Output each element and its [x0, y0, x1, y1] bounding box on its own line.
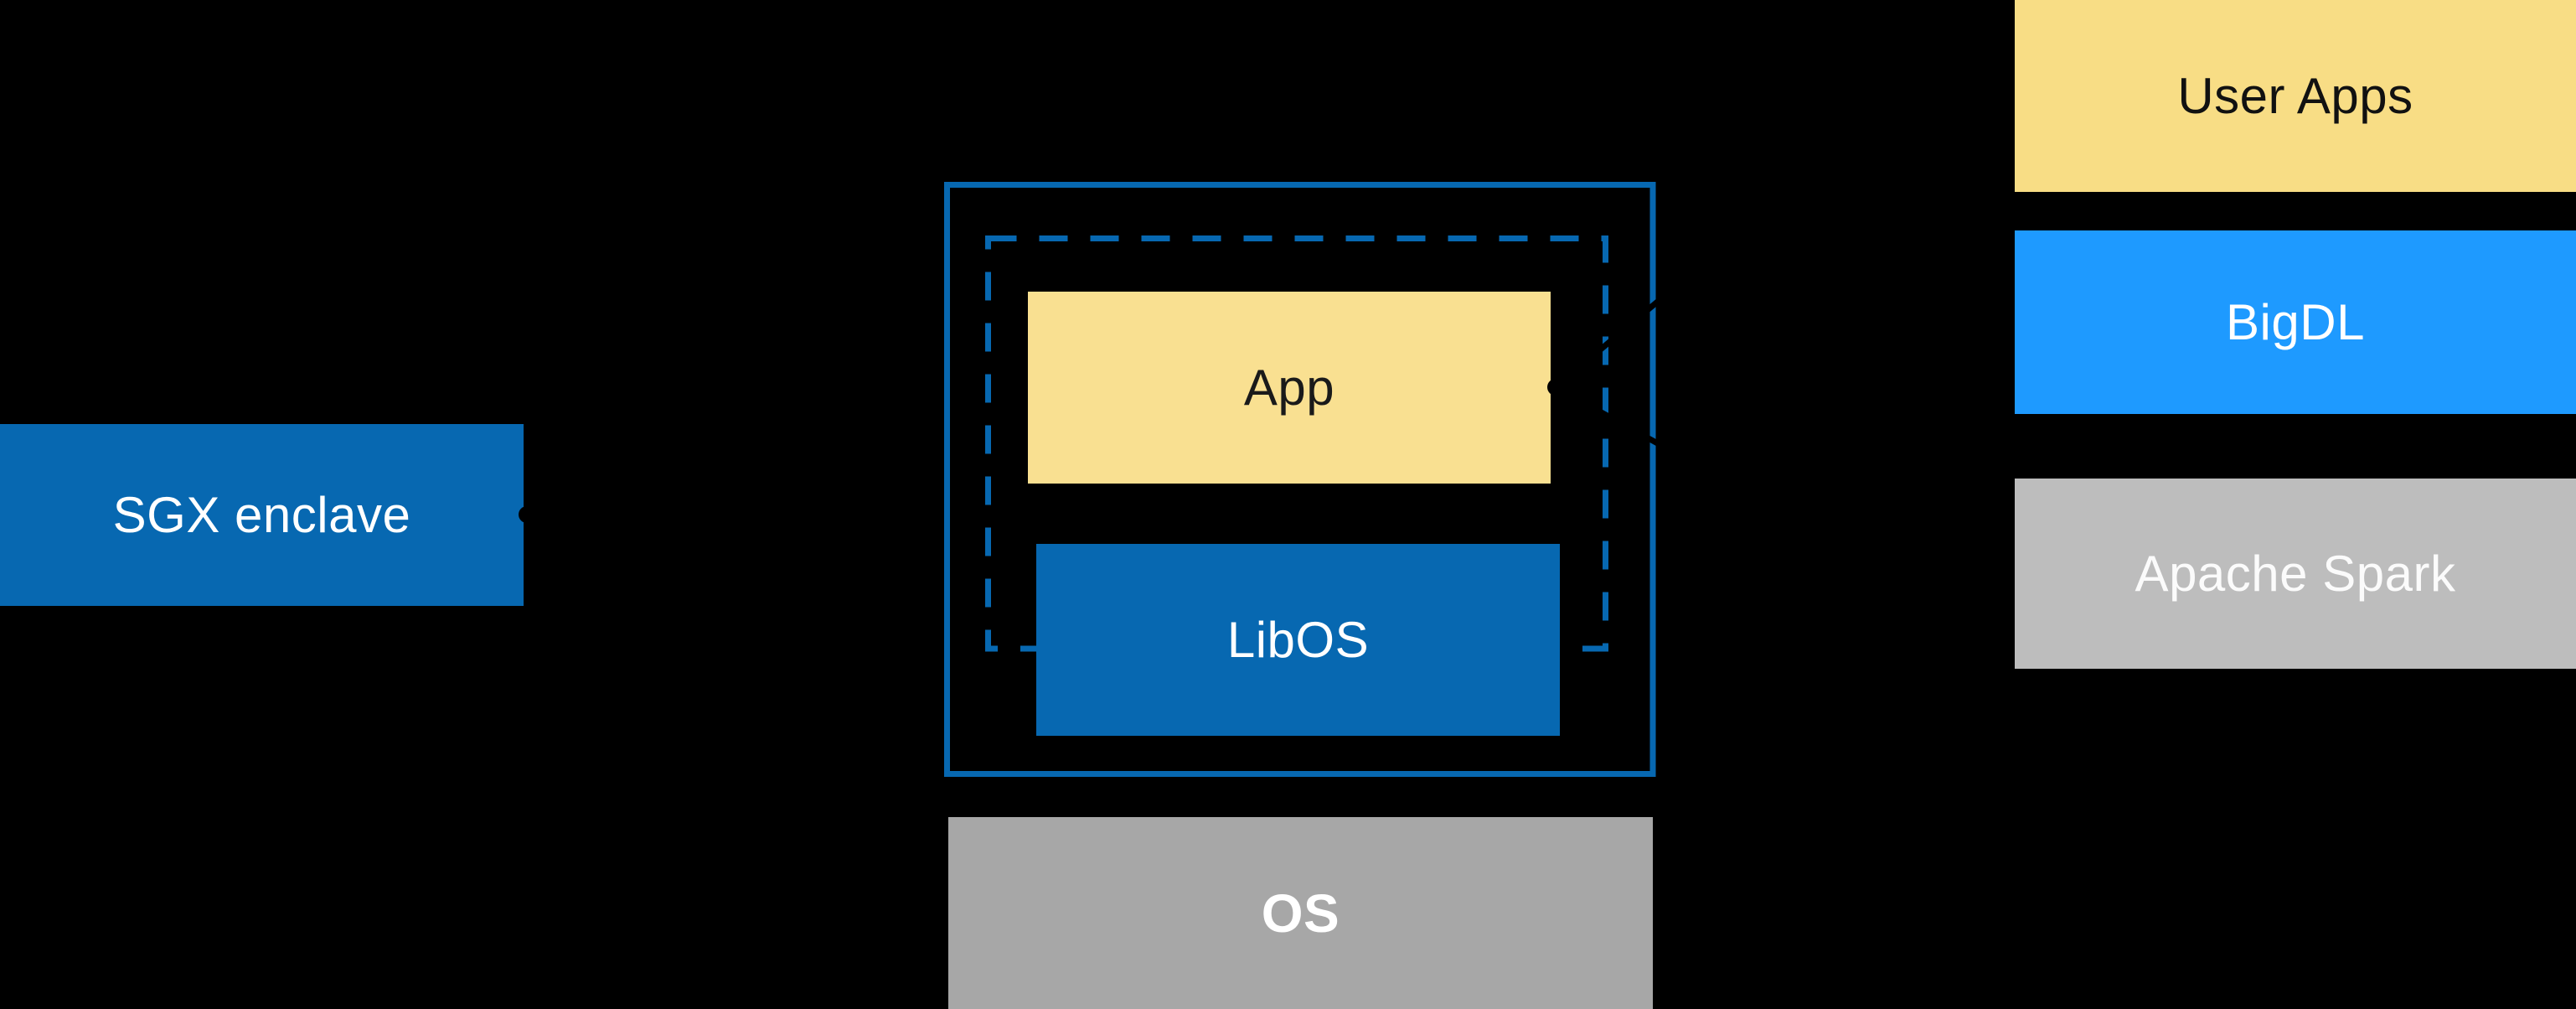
app-box: App — [1028, 292, 1551, 484]
libos-label: LibOS — [1226, 612, 1370, 668]
apache-spark-box: Apache Spark — [2015, 479, 2576, 669]
os-label: OS — [1261, 882, 1340, 944]
user-apps-box: User Apps — [2015, 0, 2576, 192]
connector-sgx-dot — [519, 506, 535, 523]
os-box: OS — [948, 817, 1653, 1009]
bigdl-box: BigDL — [2015, 230, 2576, 414]
sgx-enclave-box: SGX enclave — [0, 424, 524, 606]
enclave-outer-box — [944, 182, 1656, 777]
libos-box: LibOS — [1036, 544, 1560, 736]
user-apps-label: User Apps — [2177, 68, 2413, 124]
apache-spark-label: Apache Spark — [2135, 546, 2456, 602]
connector-app-dot — [1547, 379, 1564, 396]
bigdl-label: BigDL — [2226, 294, 2365, 350]
connector-app-line-upper — [1553, 4, 2011, 390]
connector-app-line-lower — [1554, 384, 2011, 640]
sgx-enclave-label: SGX enclave — [112, 487, 411, 543]
app-label: App — [1243, 360, 1335, 416]
